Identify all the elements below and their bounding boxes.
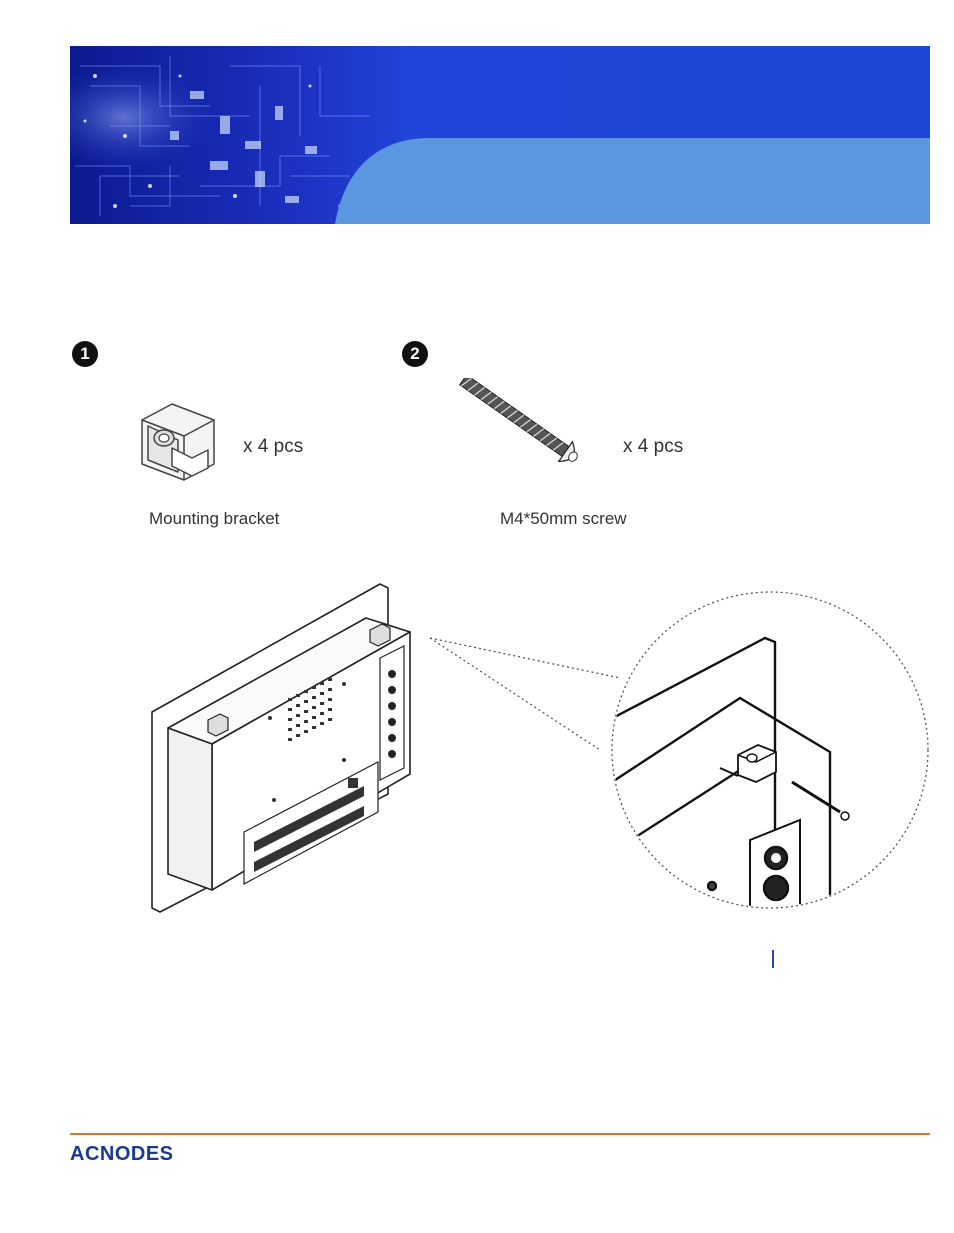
footer-rule <box>70 1133 930 1135</box>
panel-pc-rear-view-illustration <box>148 578 438 916</box>
step-2-quantity: x 4 pcs <box>623 436 683 458</box>
step-1-caption: Mounting bracket <box>149 509 279 529</box>
step-2-badge: 2 <box>402 341 428 367</box>
step-2-caption: M4*50mm screw <box>500 509 627 529</box>
circuit-board-banner-image <box>70 46 930 224</box>
text-cursor-mark <box>772 950 774 968</box>
acnodes-logo-text: ACNODES <box>70 1143 174 1164</box>
step-1-quantity: x 4 pcs <box>243 436 303 458</box>
header-banner <box>70 46 930 224</box>
zoom-detail-illustration <box>420 580 940 920</box>
m4-screw-illustration <box>452 378 612 478</box>
step-1-badge: 1 <box>72 341 98 367</box>
mounting-bracket-illustration <box>132 398 222 486</box>
acnodes-logo: ACNODES <box>70 1140 230 1164</box>
